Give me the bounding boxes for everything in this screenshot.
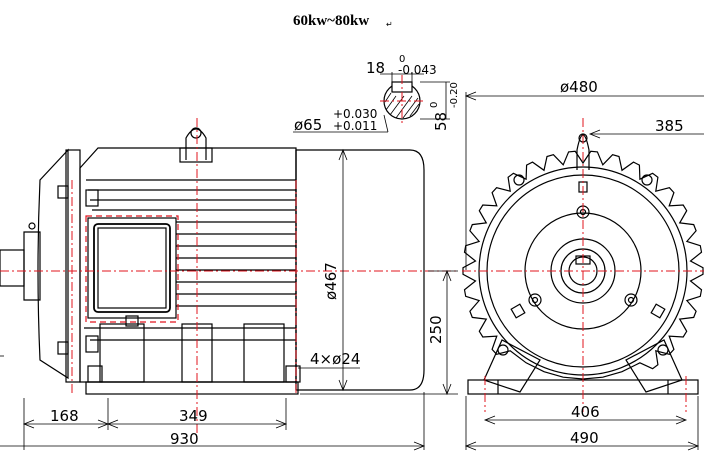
side-view: ø467 4×ø24 250 168 349 930 bbox=[0, 118, 458, 451]
depth-upper-tol: 0 bbox=[429, 102, 440, 108]
end-view: ø480 385 406 490 bbox=[462, 78, 704, 451]
shaft-height-label: 250 bbox=[427, 315, 445, 344]
shaft-diameter-label: ø65 bbox=[294, 116, 322, 134]
key-lower-tol: -0.043 bbox=[398, 63, 437, 77]
flange-diameter-label: ø480 bbox=[560, 78, 598, 96]
shaft-diameter-upper-tol: +0.030 bbox=[333, 107, 377, 121]
dim-168-label: 168 bbox=[50, 407, 79, 425]
title-return-mark: ↵ bbox=[386, 20, 393, 29]
dim-349-label: 349 bbox=[179, 407, 208, 425]
key-upper-tol: 0 bbox=[399, 54, 405, 65]
base-width-label: 490 bbox=[570, 429, 599, 447]
depth-lower-tol: -0.20 bbox=[449, 82, 460, 108]
key-width-label: 18 bbox=[366, 59, 385, 77]
height-to-top-label: 385 bbox=[655, 117, 684, 135]
mounting-holes-label: 4×ø24 bbox=[310, 350, 360, 368]
frame-diameter-label: ø467 bbox=[322, 262, 340, 300]
hole-spacing-label: 406 bbox=[571, 403, 600, 421]
shaft-section-detail: 18 0 -0.043 58 0 -0.20 ø65 +0.030 +0.011 bbox=[293, 54, 460, 134]
drawing-title: 60kw~80kw bbox=[293, 13, 369, 29]
depth-label: 58 bbox=[432, 112, 450, 131]
overall-length-label: 930 bbox=[170, 430, 199, 448]
shaft-diameter-lower-tol: +0.011 bbox=[333, 119, 377, 133]
